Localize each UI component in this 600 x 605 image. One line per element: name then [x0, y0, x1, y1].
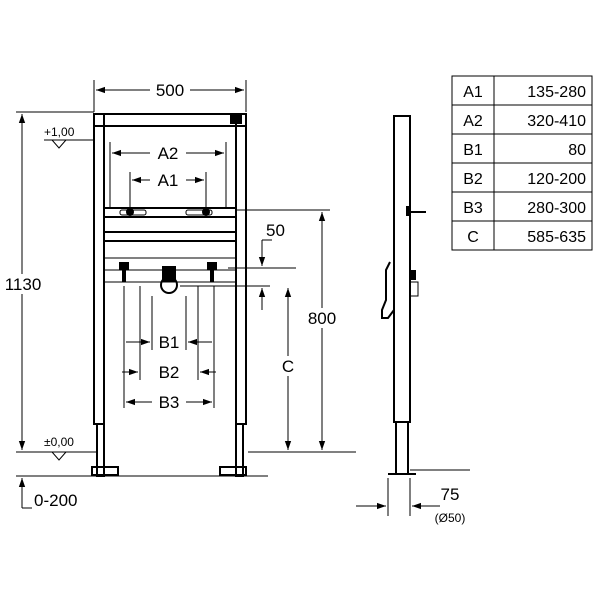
- a1-label: A1: [158, 171, 179, 190]
- side-foot: [395, 421, 409, 475]
- supply-valve-left: [119, 262, 129, 282]
- plus-level-triangle: [50, 139, 68, 149]
- eight-hundred-label: 800: [308, 309, 336, 328]
- table-value: 280-300: [527, 200, 586, 217]
- top-rail: [93, 113, 247, 127]
- side-bracket-block: [406, 206, 410, 216]
- table-value: 320-410: [527, 113, 586, 130]
- fixing-right: [202, 208, 210, 216]
- right-foot-plate: [219, 466, 247, 476]
- level-marks: +1,00 ±0,00: [16, 111, 470, 477]
- side-view: 75 (Ø50): [356, 115, 466, 525]
- fifty-label: 50: [266, 221, 285, 240]
- b3-label-bg: [152, 393, 186, 411]
- table-value: 120-200: [527, 171, 586, 188]
- side-drain-elbow: [381, 261, 395, 319]
- dimension-table: A1 135-280 A2 320-410 B1 80 B2 120-200 B…: [451, 75, 593, 251]
- table-key: B3: [463, 200, 483, 217]
- eight-hundred-label-bg: [302, 308, 342, 328]
- dimensions-front: 500 1130 0-200 A2 A1 50 800: [2, 80, 356, 510]
- side-post: [393, 115, 411, 423]
- c-label-bg: [276, 356, 298, 376]
- depth-label: 75: [441, 485, 460, 504]
- width-label-bg: [150, 80, 190, 98]
- drain-pipe: [160, 276, 178, 294]
- front-frame: [91, 113, 247, 477]
- upper-crossbar: [103, 207, 237, 218]
- supply-valve-right: [207, 262, 217, 282]
- adjust-label: 0-200: [34, 491, 77, 510]
- height-label-bg: [2, 274, 46, 294]
- b1-label: B1: [159, 333, 180, 352]
- b2-label: B2: [159, 363, 180, 382]
- table-value: 80: [568, 142, 586, 159]
- height-label: 1130: [5, 275, 42, 294]
- fixing-left: [126, 208, 134, 216]
- right-foot: [235, 423, 244, 477]
- table-key: B1: [463, 142, 483, 159]
- b3-label: B3: [159, 393, 180, 412]
- left-post: [93, 113, 105, 425]
- table-key: B2: [463, 171, 483, 188]
- table-key: C: [467, 229, 479, 246]
- middle-crossbar: [103, 231, 237, 242]
- zero-level-triangle: [50, 451, 68, 461]
- left-foot-plate: [91, 466, 119, 476]
- left-foot: [96, 423, 105, 477]
- table-value: 585-635: [527, 229, 586, 246]
- a2-label: A2: [158, 144, 179, 163]
- right-post: [235, 113, 247, 425]
- table-value: 135-280: [527, 84, 586, 101]
- a1-label-bg: [150, 171, 186, 189]
- diameter-label: (Ø50): [435, 511, 466, 525]
- table-key: A2: [463, 113, 483, 130]
- plus-level-label: +1,00: [44, 125, 75, 139]
- side-valve: [410, 270, 416, 280]
- side-connector: [409, 281, 419, 297]
- width-label: 500: [156, 81, 184, 100]
- zero-level-label: ±0,00: [44, 435, 74, 449]
- table-key: A1: [463, 84, 483, 101]
- upper-slot-right: [185, 209, 213, 216]
- c-label: C: [282, 357, 294, 376]
- a2-label-bg: [150, 144, 186, 162]
